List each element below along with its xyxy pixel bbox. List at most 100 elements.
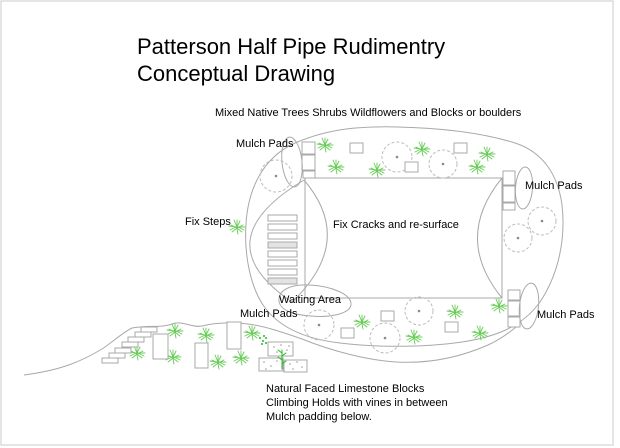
fix-steps-label: Fix Steps bbox=[185, 216, 231, 228]
boulder-icon bbox=[453, 142, 468, 154]
mulch-pad bbox=[301, 154, 316, 171]
boulder-icon bbox=[349, 142, 364, 154]
step bbox=[267, 250, 298, 258]
mulch-pad-stack-top-right bbox=[502, 166, 534, 211]
mulch-pads-label-top-left: Mulch Pads bbox=[236, 138, 294, 150]
half-pipe-flat-outline bbox=[304, 177, 503, 299]
shrub-icon bbox=[232, 350, 250, 366]
page-title: Patterson Half Pipe Rudimentry Conceptua… bbox=[137, 33, 445, 87]
shrub-icon bbox=[197, 327, 215, 343]
block-icon bbox=[194, 342, 209, 369]
boulder-icon bbox=[380, 310, 395, 322]
block-icon bbox=[226, 321, 242, 350]
shrub-icon bbox=[405, 329, 423, 345]
step bbox=[267, 268, 298, 276]
mulch-pad bbox=[502, 170, 516, 186]
page-title-line1: Patterson Half Pipe Rudimentry bbox=[137, 34, 446, 59]
right-transition-outline bbox=[477, 177, 503, 299]
shrub-icon bbox=[478, 146, 496, 162]
tree-icon bbox=[428, 149, 458, 179]
mulch-pad-oval bbox=[514, 166, 534, 210]
mulch-pad bbox=[502, 185, 516, 203]
shrub-icon bbox=[468, 159, 486, 175]
limestone-speckles bbox=[263, 344, 303, 370]
mulch-pad bbox=[507, 316, 521, 328]
tree-icon bbox=[527, 206, 557, 236]
wildflower-icon bbox=[259, 335, 267, 345]
hill-steps bbox=[101, 326, 158, 364]
shrub-icon bbox=[166, 323, 184, 339]
mulch-pad bbox=[301, 141, 316, 155]
tree-icon bbox=[404, 296, 434, 326]
step bbox=[267, 277, 298, 285]
mulch-pads-label-bottom-right: Mulch Pads bbox=[537, 309, 595, 321]
mulch-pad bbox=[507, 289, 521, 301]
limestone-blocks bbox=[258, 335, 308, 373]
step bbox=[267, 259, 298, 267]
limestone-block bbox=[267, 341, 294, 357]
site-note-label: Mixed Native Trees Shrubs Wildflowers an… bbox=[215, 107, 522, 119]
step bbox=[101, 357, 119, 364]
shrub-field bbox=[128, 137, 508, 370]
limestone-block bbox=[283, 359, 308, 373]
limestone-note-line2: Climbing Holds with vines in between bbox=[266, 397, 448, 409]
site-boundary-outline bbox=[245, 126, 564, 347]
step bbox=[108, 352, 126, 359]
left-transition-outline bbox=[249, 179, 328, 303]
shrub-icon bbox=[243, 325, 261, 341]
limestone-block bbox=[258, 357, 284, 372]
step bbox=[267, 241, 298, 249]
waiting-area-outline bbox=[278, 284, 352, 317]
tree-icon bbox=[259, 159, 293, 193]
step bbox=[267, 223, 298, 231]
shrub-icon bbox=[490, 298, 508, 314]
shrub-icon bbox=[228, 219, 246, 235]
block-icon bbox=[152, 333, 169, 360]
shrub-icon bbox=[353, 314, 371, 330]
tree-icon bbox=[381, 141, 413, 173]
boulder-icon bbox=[340, 327, 355, 339]
tree-icon bbox=[503, 223, 533, 253]
vine-icon bbox=[277, 349, 287, 370]
boulder-icon bbox=[444, 321, 459, 333]
tree-field bbox=[259, 141, 557, 354]
mulch-pad-oval bbox=[518, 282, 540, 330]
shrub-icon bbox=[471, 325, 489, 341]
ground-line bbox=[301, 326, 517, 363]
limestone-note-line3: Mulch padding below. bbox=[266, 411, 372, 423]
shrub-icon bbox=[327, 159, 345, 175]
step bbox=[267, 214, 298, 222]
mulch-pads-label-right: Mulch Pads bbox=[525, 180, 583, 192]
mulch-pad-stack-bottom-right bbox=[507, 282, 540, 330]
hill-blocks bbox=[152, 321, 242, 369]
mulch-pads-label-bottom-left: Mulch Pads bbox=[240, 308, 298, 320]
tree-icon bbox=[303, 309, 335, 341]
mulch-pad-stack-top-left bbox=[281, 136, 316, 188]
boulder-field bbox=[340, 142, 468, 339]
step bbox=[127, 336, 145, 343]
tree-icon bbox=[369, 322, 401, 354]
limestone-note: Natural Faced Limestone Blocks Climbing … bbox=[266, 382, 448, 424]
fix-steps-ladder bbox=[267, 214, 298, 285]
shrub-icon bbox=[446, 304, 464, 320]
shrub-icon bbox=[316, 137, 334, 153]
step bbox=[267, 232, 298, 240]
shrub-icon bbox=[413, 141, 431, 157]
mulch-pad bbox=[507, 300, 521, 317]
limestone-note-line1: Natural Faced Limestone Blocks bbox=[266, 383, 425, 395]
shrub-icon bbox=[209, 354, 227, 370]
mulch-pad-oval bbox=[281, 136, 303, 188]
step bbox=[140, 326, 158, 333]
boulder-icon bbox=[404, 161, 419, 173]
shrub-icon bbox=[368, 162, 386, 178]
mulch-pad bbox=[302, 170, 316, 179]
step bbox=[114, 347, 132, 354]
step bbox=[121, 341, 139, 348]
waiting-area-label: Waiting Area bbox=[279, 294, 341, 306]
fix-cracks-label: Fix Cracks and re-surface bbox=[333, 219, 459, 231]
mulch-pad bbox=[502, 202, 516, 211]
step bbox=[134, 331, 152, 338]
